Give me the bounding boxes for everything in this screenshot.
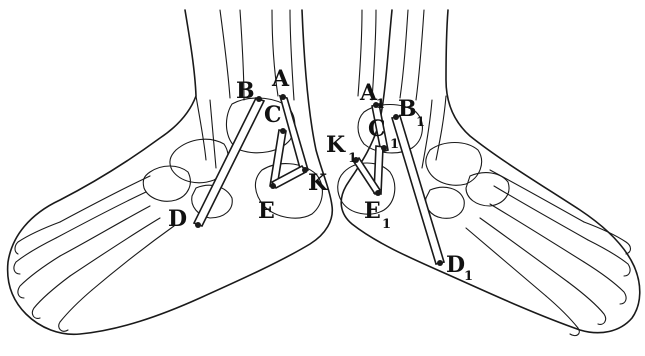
right-tendon-lines [422,96,446,168]
right-phalanges [546,222,631,336]
right-label-D-sub: 1 [464,269,473,284]
right-label-D: D [446,252,465,278]
left-point-A [280,94,286,100]
right-label-B-sub: 1 [416,115,425,130]
left-leg-outline [8,10,333,334]
right-leg-outline [341,10,640,333]
left-point-C [280,128,286,134]
right-tibia [400,10,424,100]
right-point-E [375,190,381,196]
right-label-C: C [368,116,386,142]
right-label-K-sub: 1 [348,151,357,166]
left-point-D [195,222,201,228]
left-label-C: C [264,102,282,128]
left-rod-B-D [194,98,264,226]
right-foot: A 1 B 1 C 1 K 1 E 1 D 1 [326,10,640,336]
right-label-B: B [398,96,417,122]
left-foot: A B C D E K [8,10,333,334]
left-label-B: B [236,78,255,104]
left-tendon-lines [196,96,216,168]
right-label-E-sub: 1 [382,217,391,232]
right-tarsals [426,143,509,219]
right-label-E: E [364,198,381,224]
left-point-E [270,183,276,189]
left-label-A: A [271,66,290,92]
left-phalanges [14,222,92,331]
right-rod-B-D [392,116,444,264]
right-label-K: K [326,132,346,158]
left-point-B [256,96,262,102]
right-label-C-sub: 1 [390,137,399,152]
right-point-D [437,260,443,266]
right-label-A-sub: 1 [376,97,385,112]
left-label-E: E [258,198,275,224]
right-point-C [381,145,387,151]
left-label-D: D [168,206,187,232]
left-label-K: K [308,170,328,196]
right-metatarsals [466,170,588,296]
